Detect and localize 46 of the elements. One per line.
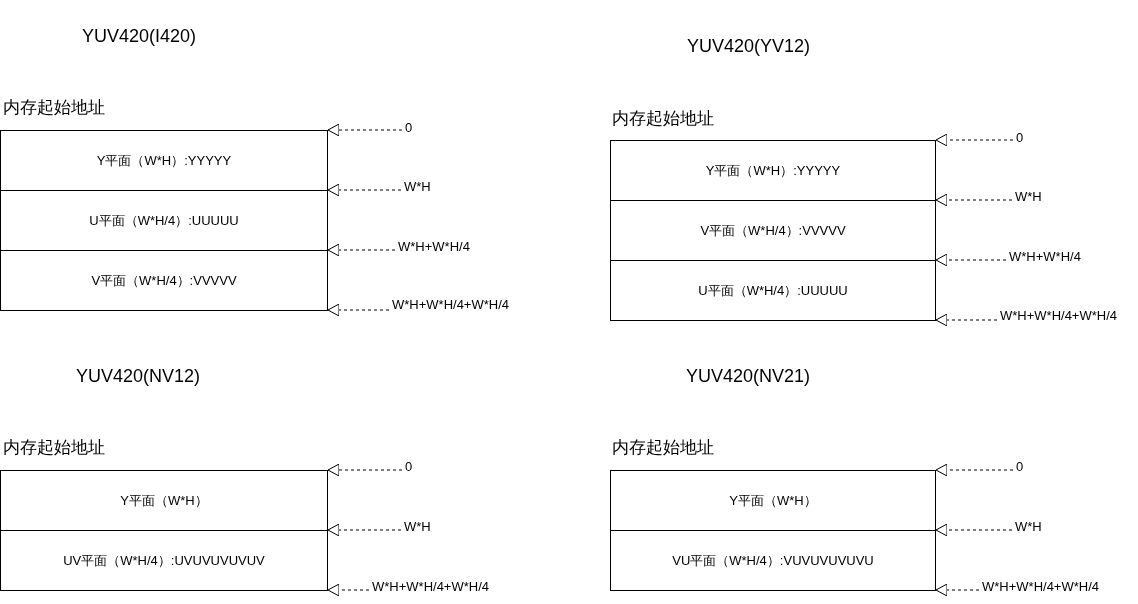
dashed-arrow bbox=[327, 303, 390, 317]
memory-plane-box: U平面（W*H/4）:UUUUU bbox=[0, 190, 328, 251]
dashed-arrow bbox=[935, 583, 980, 597]
memory-plane-box: Y平面（W*H） bbox=[610, 470, 936, 531]
dashed-arrow bbox=[935, 523, 1013, 537]
heading-text: YUV420(YV12) bbox=[687, 36, 811, 57]
address-label: 0 bbox=[405, 120, 413, 136]
address-label: W*H+W*H/4 bbox=[398, 239, 470, 255]
memory-plane-box: V平面（W*H/4）:VVVVV bbox=[610, 200, 936, 261]
address-label: W*H+W*H/4+W*H/4 bbox=[1000, 308, 1118, 324]
heading-text: 内存起始地址 bbox=[3, 97, 105, 119]
memory-plane-box: V平面（W*H/4）:VVVVV bbox=[0, 250, 328, 311]
address-label: W*H bbox=[404, 179, 431, 195]
address-label: W*H+W*H/4+W*H/4 bbox=[392, 297, 510, 313]
dashed-arrow bbox=[935, 253, 1007, 267]
address-label: W*H+W*H/4+W*H/4 bbox=[372, 579, 490, 595]
dashed-arrow bbox=[327, 243, 396, 257]
dashed-arrow bbox=[935, 193, 1013, 207]
dashed-arrow bbox=[327, 583, 370, 597]
dashed-arrow bbox=[327, 523, 402, 537]
address-label: 0 bbox=[1016, 130, 1024, 146]
dashed-arrow bbox=[935, 463, 1014, 477]
heading-text: YUV420(I420) bbox=[82, 26, 197, 47]
address-label: W*H+W*H/4 bbox=[1009, 249, 1081, 265]
address-label: W*H bbox=[1015, 519, 1042, 535]
heading-text: 内存起始地址 bbox=[3, 437, 105, 459]
heading-text: 内存起始地址 bbox=[612, 108, 714, 130]
dashed-arrow bbox=[327, 123, 403, 137]
address-label: W*H bbox=[404, 519, 431, 535]
dashed-arrow bbox=[327, 463, 403, 477]
dashed-arrow bbox=[935, 133, 1014, 147]
heading-text: YUV420(NV12) bbox=[76, 366, 201, 387]
memory-plane-box: Y平面（W*H）:YYYYY bbox=[610, 140, 936, 201]
dashed-arrow bbox=[935, 313, 998, 327]
memory-plane-box: VU平面（W*H/4）:VUVUVUVUVU bbox=[610, 530, 936, 591]
memory-plane-box: Y平面（W*H） bbox=[0, 470, 328, 531]
memory-plane-box: U平面（W*H/4）:UUUUU bbox=[610, 260, 936, 321]
dashed-arrow bbox=[327, 183, 402, 197]
address-label: W*H+W*H/4+W*H/4 bbox=[982, 579, 1100, 595]
address-label: 0 bbox=[405, 459, 413, 475]
memory-plane-box: UV平面（W*H/4）:UVUVUVUVUV bbox=[0, 530, 328, 591]
heading-text: 内存起始地址 bbox=[612, 437, 714, 459]
memory-plane-box: Y平面（W*H）:YYYYY bbox=[0, 130, 328, 191]
address-label: W*H bbox=[1015, 189, 1042, 205]
heading-text: YUV420(NV21) bbox=[686, 366, 811, 387]
address-label: 0 bbox=[1016, 459, 1024, 475]
